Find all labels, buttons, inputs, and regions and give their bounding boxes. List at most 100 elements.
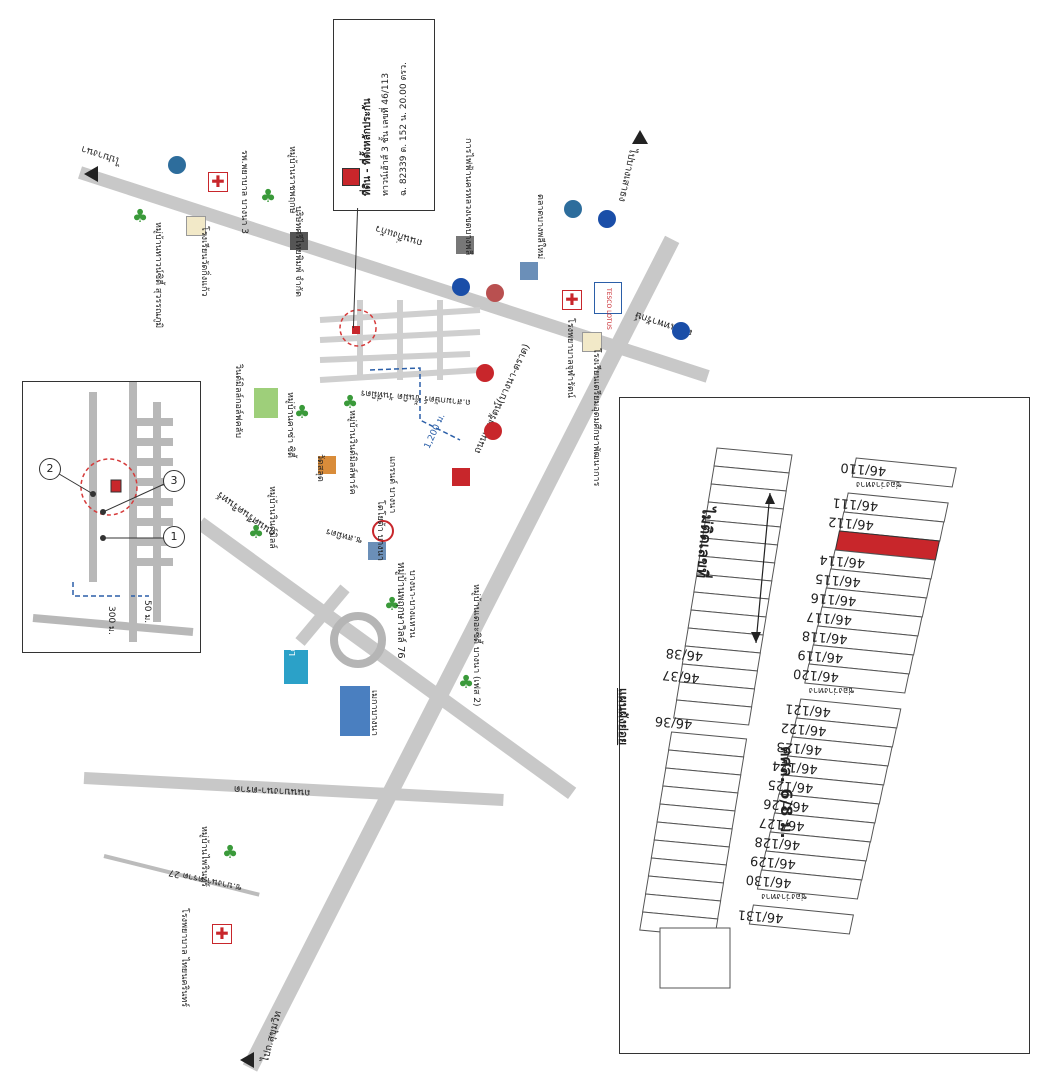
lot-46-131 xyxy=(748,904,854,935)
label-village-winmill: หมู่บ้านวินด์มิลล์ xyxy=(267,486,277,549)
lot-label: 46/127 xyxy=(758,814,805,833)
label-school-wat: โรงเรียนวัดกิ่งแก้ว xyxy=(199,226,209,297)
inset-map: 2 3 1 300 ม. 50 ม. xyxy=(22,381,201,653)
interchange-ring xyxy=(330,612,386,668)
globe-icon xyxy=(564,200,582,218)
golf-icon xyxy=(254,388,278,418)
plan-gap-label: ช่องว่างทาง xyxy=(809,685,855,695)
label-village-suvarnabhumi: หมู่บ้านทาวน์ซิตี้ สุวรรณภูมิ xyxy=(153,222,163,329)
label-hosp-thai-nakarin: โรงพยาบาล ไทยนครินทร์ xyxy=(179,908,189,1008)
tree-icon: ♣ xyxy=(132,206,149,227)
legend-title: ที่ดิน - ที่ตั้งหลักประกัน xyxy=(362,98,373,196)
lot-label: 46/120 xyxy=(793,665,840,684)
tree-icon: ♣ xyxy=(458,672,475,693)
tree-icon: ♣ xyxy=(294,402,311,423)
lot-label: 46/114 xyxy=(819,551,866,570)
hospital-icon: ✚ xyxy=(212,924,232,944)
label-to-bangna: ไปบางนา xyxy=(79,143,123,167)
building-icon xyxy=(290,232,308,250)
caltex-icon xyxy=(484,422,502,440)
arrow-to-sukhumvit xyxy=(240,1052,254,1068)
fuel-icon xyxy=(672,322,690,340)
legend-box: ที่ดิน - ที่ตั้งหลักประกัน ทาวน์เฮ้าส์ 3… xyxy=(333,19,435,211)
tree-icon: ♣ xyxy=(342,392,359,413)
label-village-mill: หมู่บ้านวินด์มิลล์พาร์ค xyxy=(347,410,357,495)
lot-46-130 xyxy=(756,869,863,900)
arrow-to-bangsao xyxy=(632,130,648,144)
arrow-to-bangna xyxy=(84,166,98,182)
label-wat: วัดสลุต xyxy=(315,454,325,482)
label-lotus: Lotus's xyxy=(288,628,297,656)
temple-icon xyxy=(318,456,336,474)
label-village-pairin: หมู่บ้านไพรินทร์ xyxy=(199,826,209,887)
label-village-the-city: หมู่บ้านเดอะซิตี้ บางนา (เฟส 2) xyxy=(471,584,481,707)
label-village-bangna-bang: บางนา-บางแหวน xyxy=(407,570,417,638)
lot-46-110 xyxy=(851,457,957,488)
tesco-icon xyxy=(594,282,622,314)
inset-label-50: 50 ม. xyxy=(142,600,152,624)
label-market: ตลาดบางพลีใหม่ xyxy=(535,194,545,260)
lot-label: 46/118 xyxy=(801,627,848,646)
globe-icon xyxy=(168,156,186,174)
caltex-icon xyxy=(476,364,494,382)
lot-label: 46/130 xyxy=(745,871,792,890)
hospital-icon: ✚ xyxy=(562,290,582,310)
lot-label: 46/122 xyxy=(780,719,827,738)
label-to-bangsao: ไปบางเสาธง xyxy=(615,147,639,203)
lot-label: 46/115 xyxy=(814,570,861,589)
lot-label: 46/38 xyxy=(665,645,704,663)
label-power: การไฟฟ้านครหลวงเขตบางพลี xyxy=(463,138,473,256)
school-icon xyxy=(186,216,206,236)
plan-gap-label: ช่องว่างทาง xyxy=(761,891,807,901)
plan-header: แผนผังย่อย xyxy=(616,688,630,746)
plan-gap-label: ช่องว่างทาง xyxy=(856,479,902,489)
lot-label: 46/131 xyxy=(737,906,784,925)
inset-label-300: 300 ม. xyxy=(106,606,116,635)
fuel-icon xyxy=(452,278,470,296)
tree-icon: ♣ xyxy=(384,594,401,615)
mega-icon xyxy=(340,686,370,736)
lot-label: 46/110 xyxy=(840,459,887,478)
condo-icon xyxy=(368,542,386,560)
lot-label: 46/117 xyxy=(806,608,853,627)
lot-label: 46/125 xyxy=(767,776,814,795)
label-kingkaew: ถนนกิ่งแก้ว xyxy=(374,222,425,249)
inset-marker-3: 3 xyxy=(163,470,185,492)
plan-project: คศล. 6/8 ม. xyxy=(777,746,796,839)
mall-icon xyxy=(452,468,470,486)
arrow-head xyxy=(765,493,775,504)
label-hosp-bangna3: รพ.พยาบาล บางนา 3 xyxy=(239,150,249,234)
tree-icon: ♣ xyxy=(222,842,239,863)
inset-marker-1: 1 xyxy=(163,526,185,548)
route-dashed xyxy=(369,367,461,441)
hospital-icon: ✚ xyxy=(208,172,228,192)
legend-lot-swatch xyxy=(342,168,360,186)
power-icon xyxy=(456,236,474,254)
lot-label: 46/121 xyxy=(785,700,832,719)
lot-label: 46/111 xyxy=(832,494,879,513)
arrow-head xyxy=(751,632,761,643)
tree-icon: ♣ xyxy=(248,522,265,543)
label-mega: เมกาบางนา xyxy=(369,690,379,736)
lot-label: 46/124 xyxy=(771,757,818,776)
label-golf: วินด์มิลล์กอล์ฟคลับ xyxy=(233,364,243,439)
inset-marker-2: 2 xyxy=(39,458,61,480)
lot-label: 46/36 xyxy=(654,713,693,731)
market-icon xyxy=(520,262,538,280)
lot-unnumbered xyxy=(673,699,753,726)
label-school-benjamitr: โรงเรียนเตรียมอุดมศึกษาพัฒนาการ xyxy=(591,348,601,487)
legend-line2: ทาวน์เฮ้าส์ 3 ชั้น เลขที่ 46/113 xyxy=(381,72,391,196)
tree-icon: ♣ xyxy=(260,186,277,207)
lot-label: 46/119 xyxy=(797,646,844,665)
lot-label: 46/126 xyxy=(763,795,810,814)
label-village-ratchaphruek: หมู่บ้านราชพฤกษ์ xyxy=(287,146,297,214)
label-company: บริษัทศรีไทยพิมพ์ จำกัด xyxy=(293,206,303,297)
label-soi: ซ.สหมิตร xyxy=(325,525,364,546)
lot-corner xyxy=(659,927,731,989)
lot-label: 46/116 xyxy=(810,589,857,608)
label-bangna-lower: ถนนบางนา-ตราด xyxy=(233,783,311,799)
lot-label: 46/112 xyxy=(828,513,875,532)
plan-span-arrow xyxy=(755,492,771,644)
